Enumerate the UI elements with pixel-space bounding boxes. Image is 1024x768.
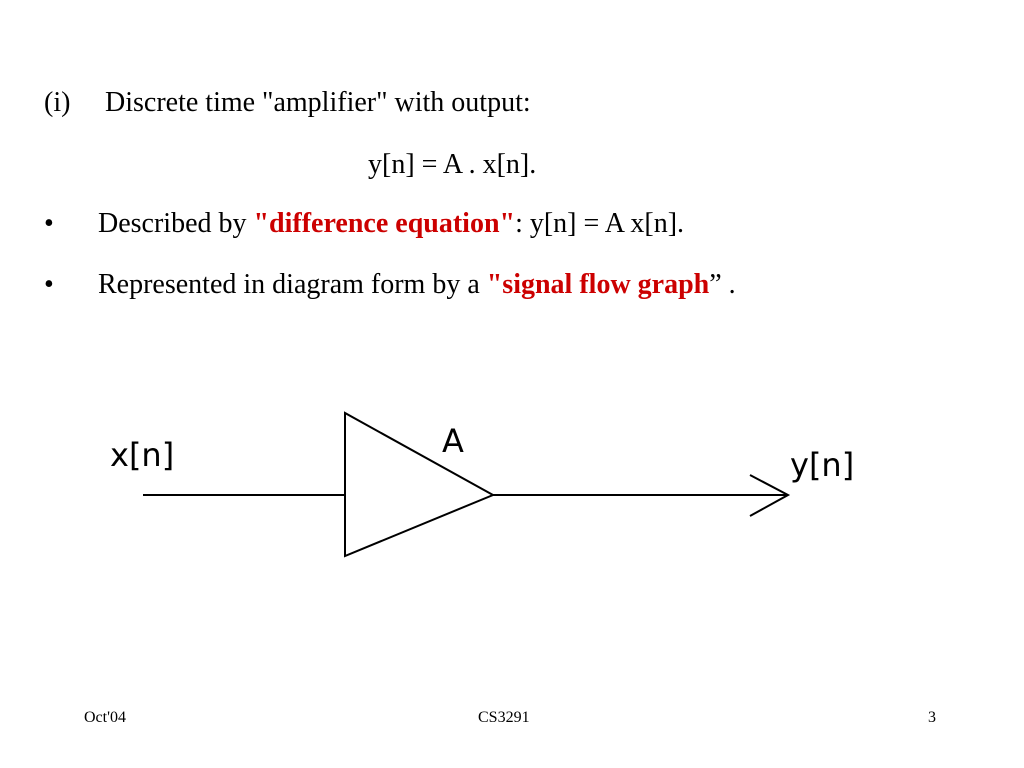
footer-course: CS3291 <box>478 709 530 726</box>
bullet-symbol: • <box>44 208 54 239</box>
bullet-text-pre: Described by <box>98 208 254 239</box>
highlight-difference-equation: "difference equation" <box>253 208 516 239</box>
footer-date: Oct'04 <box>84 709 126 726</box>
input-label: x[n] <box>110 436 175 474</box>
bullet-text-pre: Represented in diagram form by a <box>98 269 487 300</box>
item-text: Discrete time "amplifier" with output: <box>105 87 531 118</box>
arrow-head <box>749 474 791 517</box>
highlight-signal-flow-graph: "signal flow graph <box>486 269 710 300</box>
gain-label: A <box>442 422 464 460</box>
amplifier-triangle <box>344 411 496 558</box>
item-marker: (i) <box>44 87 71 118</box>
bullet-text-post: ” . <box>709 269 736 300</box>
bullet-text-post: : y[n] = A x[n]. <box>515 208 685 239</box>
bullet-difference-equation: Described by "difference equation": y[n]… <box>98 207 684 241</box>
footer-page-number: 3 <box>928 709 936 726</box>
output-label: y[n] <box>790 446 855 484</box>
bullet-signal-flow-graph: Represented in diagram form by a "signal… <box>98 268 736 302</box>
equation: y[n] = A . x[n]. <box>368 149 537 180</box>
bullet-symbol: • <box>44 269 54 300</box>
